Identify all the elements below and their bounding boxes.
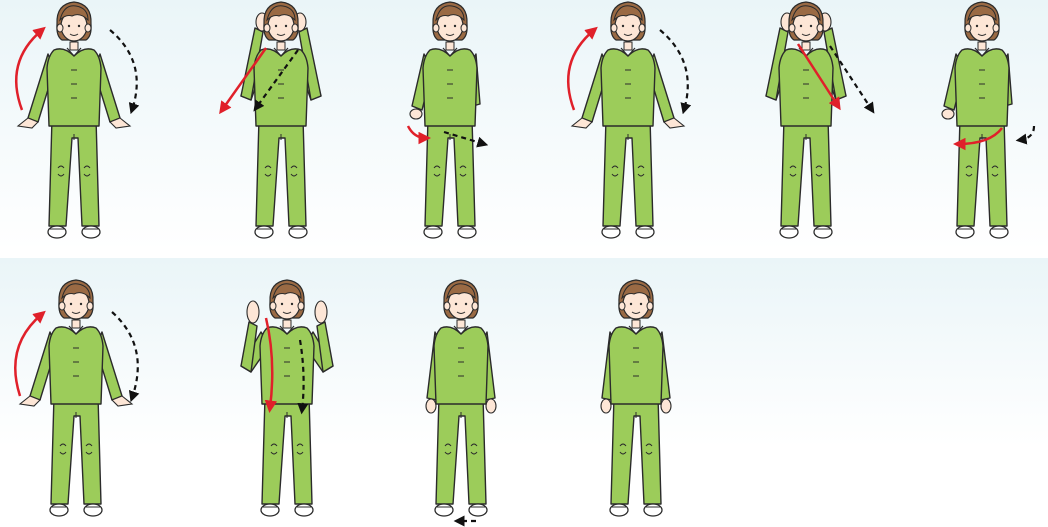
step-8-figure	[241, 280, 333, 516]
step-10-figure	[601, 280, 671, 516]
step-6-figure	[942, 2, 1012, 238]
step-2-figure	[241, 2, 321, 238]
step-5-figure	[766, 2, 846, 238]
step-3-figure	[410, 2, 480, 238]
step-9-figure	[426, 280, 496, 516]
step-6-dashed-arrow	[1020, 126, 1034, 140]
step-3-red-arrow	[408, 126, 426, 138]
